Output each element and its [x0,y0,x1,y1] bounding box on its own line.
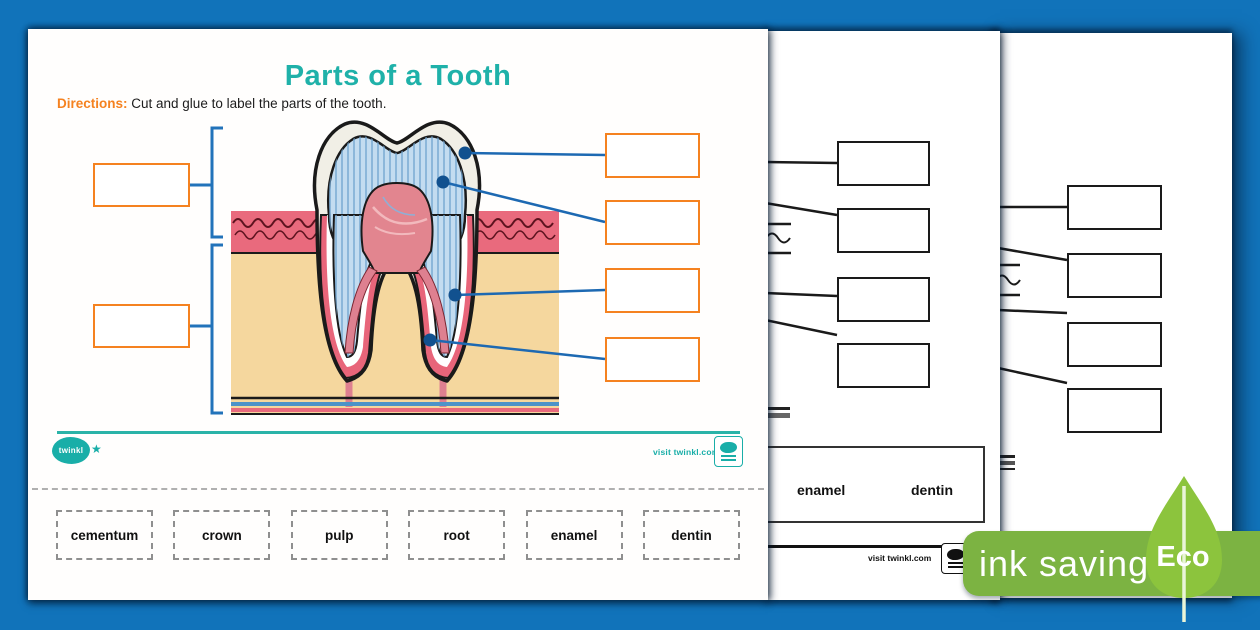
ink-saving-label: ink saving [979,542,1150,584]
label-box-empty-right-3 [605,268,700,313]
quality-badge-icon [714,436,743,467]
label-box-empty [1067,322,1162,367]
label-box-empty [1067,253,1162,298]
worksheet-page-3 [990,33,1232,598]
label-box-empty [837,277,930,322]
label-box-empty-right-2 [605,200,700,245]
cut-line [32,488,764,490]
visit-link-text: visit twinkl.com [868,553,932,563]
star-icon: ★ [91,442,102,456]
word-dentin: dentin [642,510,740,560]
label-box-empty [837,343,930,388]
page2-word-bank: enamel dentin [757,446,985,523]
word-dentin: dentin [911,482,953,498]
word-pulp: pulp [290,510,388,560]
label-box-empty [1067,185,1162,230]
directions-text: Directions: Cut and glue to label the pa… [57,96,387,111]
word-root: root [408,510,506,560]
worksheet-page-1: Parts of a Tooth Directions: Cut and glu… [28,29,768,600]
label-box-empty-left-2 [93,304,190,348]
visit-link-text: visit twinkl.com [653,447,720,457]
tooth-diagram [231,120,559,415]
label-box-empty [837,141,930,186]
word-bank: cementum crown pulp root enamel dentin [28,510,768,560]
eco-label: Eco [1156,541,1210,573]
label-box-empty [1067,388,1162,433]
eco-leaf-icon [1146,476,1222,622]
word-enamel: enamel [525,510,623,560]
twinkl-logo: twinkl [52,437,90,464]
twinkl-logo-text: twinkl [58,446,84,455]
footer-rule [57,431,740,434]
word-enamel: enamel [797,482,846,498]
page2-footer-rule [765,545,1000,548]
label-box-empty-right-4 [605,337,700,382]
directions-label: Directions: [57,96,128,111]
label-box-empty [837,208,930,253]
worksheet-page-2: enamel dentin visit twinkl.com [757,31,1000,600]
label-box-empty-left-1 [93,163,190,207]
crown-root-brackets [190,126,223,415]
label-box-empty-right-1 [605,133,700,178]
page-title: Parts of a Tooth [284,60,512,92]
page2-diagram-edge [765,407,790,418]
word-cementum: cementum [56,510,153,560]
word-crown: crown [173,510,271,560]
